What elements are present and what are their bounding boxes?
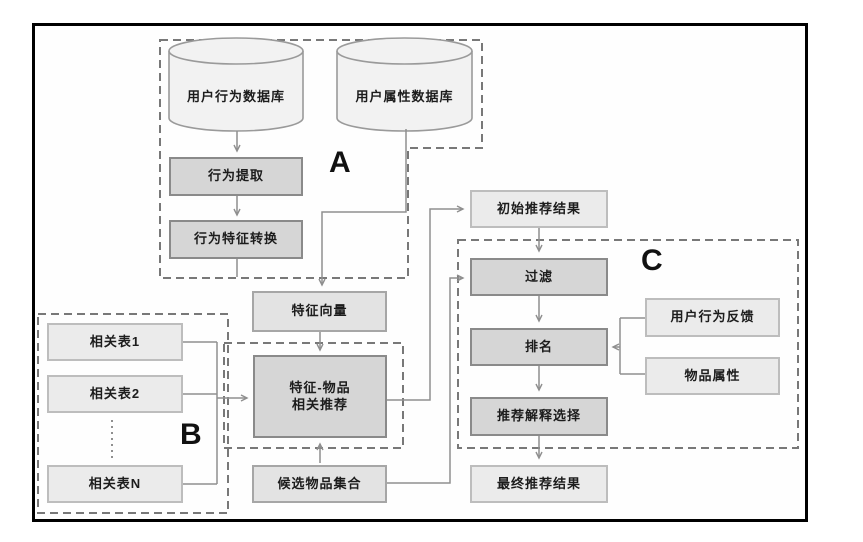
node-final-results: 最终推荐结果: [470, 465, 608, 503]
db-user-attribute: 用户属性数据库: [355, 88, 454, 104]
node-feature-vector: 特征向量: [252, 291, 387, 332]
node-candidate-items: 候选物品集合: [252, 465, 387, 503]
node-filter: 过滤: [470, 258, 608, 296]
feature-item-line2: 相关推荐: [291, 396, 348, 412]
node-behavior-extraction: 行为提取: [169, 157, 303, 196]
group-a-label: A: [329, 146, 351, 179]
node-initial-results: 初始推荐结果: [470, 190, 608, 228]
node-related-table-2: 相关表2: [47, 375, 183, 413]
db-user-behavior: 用户行为数据库: [186, 88, 285, 104]
group-b-label: B: [180, 418, 202, 451]
node-user-behavior-feedback: 用户行为反馈: [645, 298, 780, 337]
feature-item-line1: 特征-物品: [289, 380, 351, 396]
node-related-table-1: 相关表1: [47, 323, 183, 361]
group-c-label: C: [641, 244, 663, 277]
node-feature-item-recommendation: 特征-物品 相关推荐: [253, 355, 387, 438]
node-ranking: 排名: [470, 328, 608, 366]
node-related-table-n: 相关表N: [47, 465, 183, 503]
node-behavior-feature-conversion: 行为特征转换: [169, 220, 303, 259]
node-item-attributes: 物品属性: [645, 357, 780, 395]
node-explanation-selection: 推荐解释选择: [470, 397, 608, 436]
